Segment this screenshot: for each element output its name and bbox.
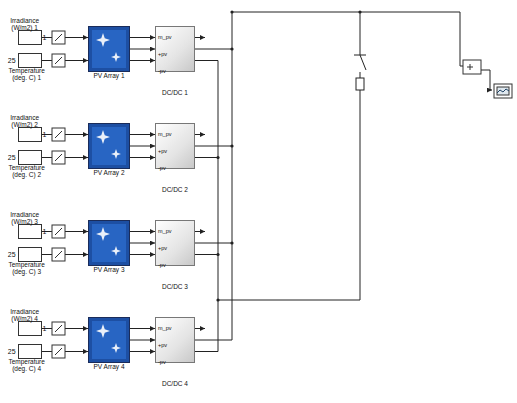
constant-block: Irradiance (W/m2) 41 bbox=[18, 321, 42, 336]
block-name: DC/DC 2 bbox=[156, 186, 194, 193]
dcdc-converter-block: m_pv+pv-pvDC/DC 4 bbox=[155, 317, 195, 363]
block-name: Irradiance (W/m2) 2 bbox=[10, 114, 39, 129]
pv-array-block: PV Array 1 bbox=[88, 26, 130, 72]
port-label: m_pv bbox=[158, 326, 196, 332]
signal-line bbox=[130, 243, 155, 244]
block-name: Temperature (deg. C) 3 bbox=[8, 261, 45, 276]
port-label: m_pv bbox=[158, 35, 196, 41]
signal-line bbox=[130, 351, 155, 352]
constant-block: 25Temperature (deg. C) 1 bbox=[18, 53, 42, 68]
constant-block: 25Temperature (deg. C) 3 bbox=[18, 247, 42, 262]
pv-panel-icon bbox=[89, 27, 129, 71]
signal-line bbox=[130, 340, 155, 341]
port-label: +pv bbox=[158, 52, 196, 58]
block-name: PV Array 4 bbox=[89, 363, 129, 370]
signal-line bbox=[130, 231, 155, 232]
block-name: DC/DC 1 bbox=[156, 89, 194, 96]
scope-symbol bbox=[463, 60, 512, 98]
signal-line bbox=[130, 146, 155, 147]
port-label: -pv bbox=[158, 69, 196, 75]
signal-line bbox=[130, 37, 155, 38]
dcdc-converter-block: m_pv+pv-pvDC/DC 3 bbox=[155, 220, 195, 266]
block-name: Temperature (deg. C) 1 bbox=[8, 67, 45, 82]
constant-value: 1 bbox=[43, 228, 47, 235]
constant-value: 25 bbox=[8, 251, 16, 258]
block-name: DC/DC 3 bbox=[156, 283, 194, 290]
signal-line bbox=[130, 254, 155, 255]
signal-line bbox=[130, 134, 155, 135]
port-label: +pv bbox=[158, 149, 196, 155]
block-name: PV Array 2 bbox=[89, 169, 129, 176]
constant-block: Irradiance (W/m2) 31 bbox=[18, 224, 42, 239]
constant-value: 1 bbox=[43, 325, 47, 332]
constant-block: Irradiance (W/m2) 11 bbox=[18, 30, 42, 45]
constant-block: Irradiance (W/m2) 21 bbox=[18, 127, 42, 142]
constant-value: 1 bbox=[43, 34, 47, 41]
signal-line bbox=[130, 328, 155, 329]
pv-array-block: PV Array 2 bbox=[88, 123, 130, 169]
dcdc-converter-block: m_pv+pv-pvDC/DC 1 bbox=[155, 26, 195, 72]
block-name: Irradiance (W/m2) 3 bbox=[10, 211, 39, 226]
port-label: m_pv bbox=[158, 132, 196, 138]
block-name: PV Array 1 bbox=[89, 72, 129, 79]
pv-panel-icon bbox=[89, 318, 129, 362]
port-label: +pv bbox=[158, 343, 196, 349]
block-name: Temperature (deg. C) 2 bbox=[8, 164, 45, 179]
signal-line bbox=[130, 60, 155, 61]
block-name: Irradiance (W/m2) 1 bbox=[10, 17, 39, 32]
block-name: Temperature (deg. C) 4 bbox=[8, 358, 45, 373]
port-label: m_pv bbox=[158, 229, 196, 235]
breaker-symbol bbox=[354, 42, 366, 98]
pv-array-block: PV Array 3 bbox=[88, 220, 130, 266]
port-label: -pv bbox=[158, 263, 196, 269]
pv-panel-icon bbox=[89, 221, 129, 265]
signal-line bbox=[130, 49, 155, 50]
constant-value: 25 bbox=[8, 154, 16, 161]
port-label: -pv bbox=[158, 360, 196, 366]
block-name: DC/DC 4 bbox=[156, 380, 194, 387]
constant-value: 1 bbox=[43, 131, 47, 138]
signal-line bbox=[130, 157, 155, 158]
pv-panel-icon bbox=[89, 124, 129, 168]
pv-array-block: PV Array 4 bbox=[88, 317, 130, 363]
constant-block: 25Temperature (deg. C) 4 bbox=[18, 344, 42, 359]
block-name: PV Array 3 bbox=[89, 266, 129, 273]
port-label: -pv bbox=[158, 166, 196, 172]
constant-value: 25 bbox=[8, 348, 16, 355]
port-label: +pv bbox=[158, 246, 196, 252]
constant-value: 25 bbox=[8, 57, 16, 64]
constant-block: 25Temperature (deg. C) 2 bbox=[18, 150, 42, 165]
block-name: Irradiance (W/m2) 4 bbox=[10, 308, 39, 323]
dcdc-converter-block: m_pv+pv-pvDC/DC 2 bbox=[155, 123, 195, 169]
